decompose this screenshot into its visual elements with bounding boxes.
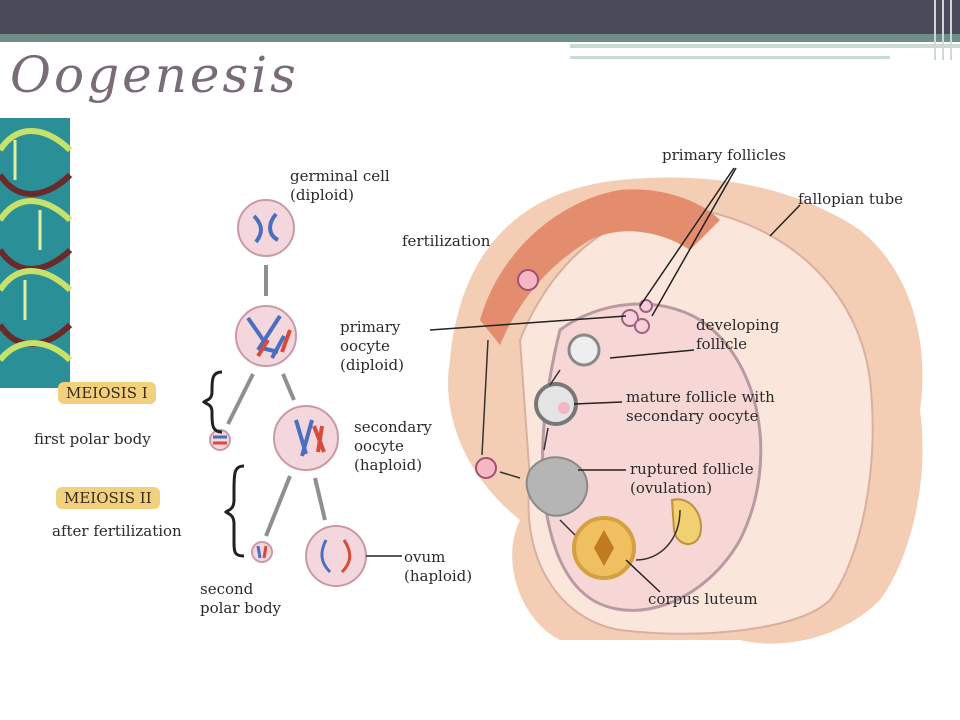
meiosis-i-brace (201, 370, 223, 434)
decorative-stripe (934, 0, 936, 60)
label-ruptured-follicle: ruptured follicle (ovulation) (630, 460, 754, 497)
decorative-line (570, 44, 960, 48)
label-germinal-cell: germinal cell (diploid) (290, 167, 390, 204)
label-developing-follicle: developing follicle (696, 316, 780, 353)
ovary-arrows (481, 339, 681, 561)
label-fallopian-tube: fallopian tube (798, 190, 904, 208)
label-ovum: ovum (haploid) (404, 548, 473, 585)
decorative-line (570, 56, 890, 59)
label-primary-oocyte: primary oocyte (diploid) (340, 318, 404, 374)
label-after-fertilization: after fertilization (52, 522, 182, 540)
label-second-polar-body: second polar body (200, 580, 282, 617)
dna-image (0, 118, 73, 388)
meiosis-i-badge: MEIOSIS I (58, 382, 156, 404)
label-primary-follicles: primary follicles (662, 146, 786, 164)
top-bar-accent (0, 34, 960, 42)
top-bar (0, 0, 960, 34)
label-corpus-luteum: corpus luteum (648, 590, 758, 608)
cell-arrows (226, 265, 327, 537)
slide-title: Oogenesis (10, 46, 299, 104)
label-fertilization: fertilization (402, 232, 491, 250)
leader-lines (366, 167, 801, 593)
meiosis-ii-brace (223, 464, 245, 558)
decorative-stripe (950, 0, 952, 60)
label-secondary-oocyte: secondary oocyte (haploid) (354, 418, 432, 474)
decorative-stripe (942, 0, 944, 60)
label-first-polar-body: first polar body (34, 430, 151, 448)
meiosis-cells (209, 199, 367, 587)
meiosis-ii-badge: MEIOSIS II (56, 487, 160, 509)
label-mature-follicle: mature follicle with secondary oocyte (626, 388, 775, 425)
